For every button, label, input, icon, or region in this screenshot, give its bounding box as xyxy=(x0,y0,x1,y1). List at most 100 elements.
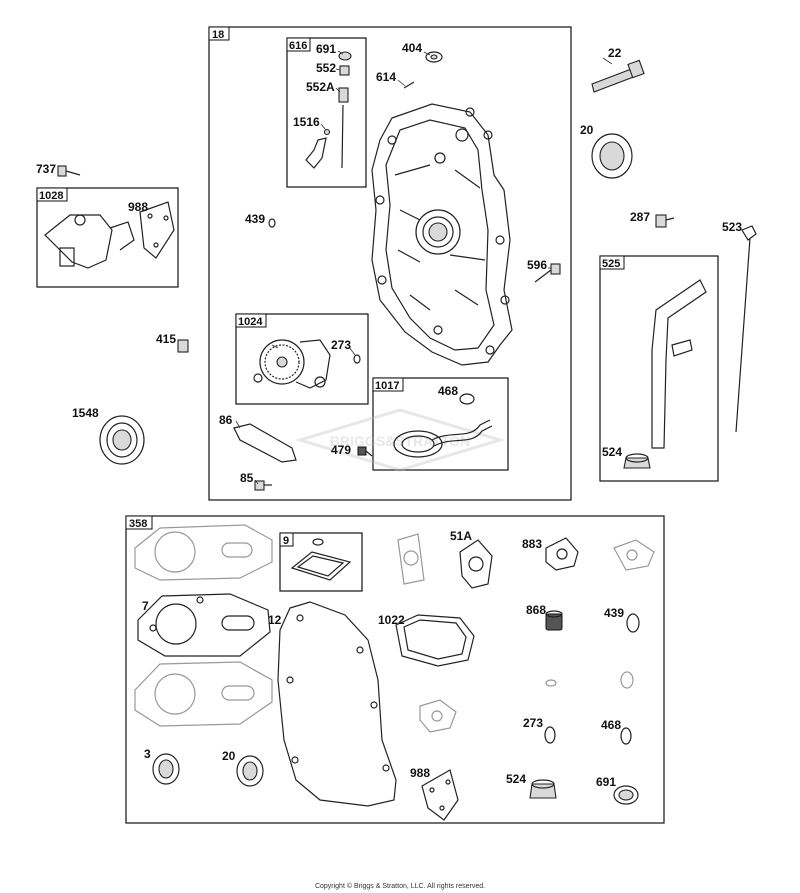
svg-text:1024: 1024 xyxy=(238,316,263,328)
label-524: 524 xyxy=(602,445,622,459)
group-box-1028 xyxy=(36,187,179,288)
gasket-head-gray-1 xyxy=(134,524,273,581)
dipstick-tube-525 xyxy=(651,279,707,449)
nut-415 xyxy=(177,339,189,353)
group-box-358 xyxy=(125,515,665,824)
svg-text:358: 358 xyxy=(129,518,147,530)
label-1516: 1516 xyxy=(293,115,320,129)
group-tab-1024: 1024 xyxy=(235,313,267,328)
crankcase-cover xyxy=(371,103,513,366)
seal-868 xyxy=(545,610,563,631)
gasket-intake-gray xyxy=(397,533,425,585)
svg-text:9: 9 xyxy=(283,535,289,547)
gasket-9 xyxy=(290,538,352,581)
washer-439-kit xyxy=(626,613,640,633)
copyright-notice: Copyright © Briggs & Stratton, LLC. All … xyxy=(315,882,485,890)
label-1022: 1022 xyxy=(378,613,405,627)
oil-pump-1024 xyxy=(253,339,361,389)
svg-text:18: 18 xyxy=(212,29,224,41)
gasket-51a xyxy=(459,539,493,589)
bolt-737 xyxy=(57,165,81,177)
label-691: 691 xyxy=(316,42,336,56)
label-20: 20 xyxy=(580,123,594,137)
grommet-524 xyxy=(623,453,651,469)
bearing-1548 xyxy=(99,415,145,465)
label-86: 86 xyxy=(219,413,233,427)
label-468: 468 xyxy=(438,384,458,398)
label-404: 404 xyxy=(402,41,422,55)
bolt-22 xyxy=(591,59,645,93)
group-box-1017 xyxy=(372,377,509,471)
group-box-9 xyxy=(279,532,363,592)
gasket-86 xyxy=(233,423,297,463)
svg-text:616: 616 xyxy=(289,40,307,52)
label-287: 287 xyxy=(630,210,650,224)
group-box-616 xyxy=(286,37,367,188)
label-273-kit: 273 xyxy=(523,716,543,730)
group-box-18 xyxy=(208,26,572,501)
gasket-883 xyxy=(545,537,579,571)
svg-text:525: 525 xyxy=(602,258,620,270)
label-22: 22 xyxy=(608,46,622,60)
label-988: 988 xyxy=(128,200,148,214)
washer-439 xyxy=(268,218,276,228)
group-tab-1017: 1017 xyxy=(372,377,404,392)
label-415: 415 xyxy=(156,332,176,346)
label-737: 737 xyxy=(36,162,56,176)
group-box-525 xyxy=(599,255,719,482)
label-85: 85 xyxy=(240,471,254,485)
label-273: 273 xyxy=(331,338,351,352)
label-1548: 1548 xyxy=(72,406,99,420)
label-691-kit: 691 xyxy=(596,775,616,789)
washer-gray-2 xyxy=(620,671,634,689)
label-614: 614 xyxy=(376,70,396,84)
label-12: 12 xyxy=(268,613,282,627)
group-tab-525: 525 xyxy=(599,255,625,270)
seal-20-kit xyxy=(236,755,264,787)
plug-287 xyxy=(655,214,675,228)
washer-gray-1 xyxy=(545,679,557,687)
gasket-head-gray-2 xyxy=(134,661,273,727)
bolt-596 xyxy=(534,263,561,283)
leader-lines xyxy=(235,50,613,485)
bolt-479 xyxy=(357,446,373,457)
gasket-1022 xyxy=(395,614,475,667)
label-7: 7 xyxy=(142,599,149,613)
label-3: 3 xyxy=(144,747,151,761)
gasket-988-kit xyxy=(421,769,459,821)
part-labels: 691 552 552A 1516 404 614 22 20 737 988 … xyxy=(36,41,742,789)
label-20-kit: 20 xyxy=(222,749,236,763)
gasket-gray-topright xyxy=(613,539,655,571)
label-524-kit: 524 xyxy=(506,772,526,786)
label-596: 596 xyxy=(527,258,547,272)
group-tab-18: 18 xyxy=(208,26,230,41)
group-box-1024 xyxy=(235,313,369,405)
label-479: 479 xyxy=(331,443,351,457)
label-868: 868 xyxy=(526,603,546,617)
label-523: 523 xyxy=(722,220,742,234)
washer-273-kit xyxy=(544,726,556,744)
bolt-85 xyxy=(254,480,272,491)
gasket-crankcase-12 xyxy=(277,601,397,807)
group-tab-9: 9 xyxy=(279,532,294,547)
svg-text:1017: 1017 xyxy=(375,380,399,392)
group-tab-616: 616 xyxy=(286,37,311,52)
watermark-logo: BRIGGS&STRATTON xyxy=(294,408,506,472)
label-988-kit: 988 xyxy=(410,766,430,780)
group-tab-1028: 1028 xyxy=(36,187,68,202)
gasket-988 xyxy=(139,201,175,259)
governor-parts xyxy=(305,51,352,169)
group-tab-358: 358 xyxy=(125,515,153,530)
gasket-gray-middle xyxy=(419,699,457,733)
label-552a: 552A xyxy=(306,80,335,94)
dipstick-523 xyxy=(735,225,757,433)
label-51a: 51A xyxy=(450,529,472,543)
label-552: 552 xyxy=(316,61,336,75)
gasket-head-7 xyxy=(137,593,271,657)
label-439: 439 xyxy=(245,212,265,226)
label-468-kit: 468 xyxy=(601,718,621,732)
oil-pickup-1017 xyxy=(393,393,493,458)
seal-691-kit xyxy=(613,785,639,805)
seal-20 xyxy=(591,133,633,179)
